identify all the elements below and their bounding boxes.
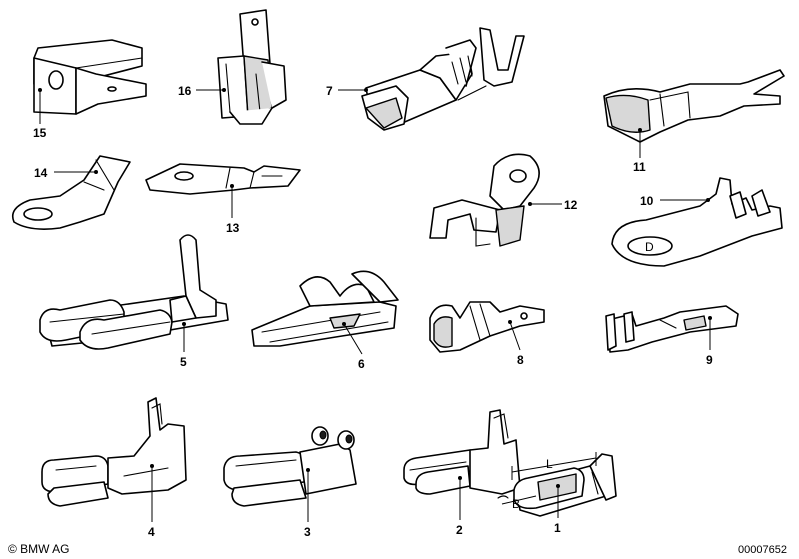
part-15-bracket [33, 39, 147, 115]
part-1-receptacle-dimensioned: L B [497, 452, 617, 517]
callout-numbers: 15 16 7 11 14 13 12 10 5 6 8 9 4 3 2 1 [33, 84, 713, 539]
callout-14: 14 [34, 166, 48, 180]
part-2-angled-receptacle [403, 409, 521, 495]
part-16-flag-connector [217, 9, 287, 125]
callout-6: 6 [358, 357, 365, 371]
part-12-ring-clip [429, 153, 540, 247]
part-11-fork-connector [603, 69, 785, 143]
callout-8: 8 [517, 353, 524, 367]
callout-13: 13 [226, 221, 240, 235]
width-dimension-label: B [512, 497, 520, 511]
copyright-label: © BMW AG [8, 542, 70, 556]
part-8-crimp-terminal [429, 301, 545, 353]
callout-15: 15 [33, 126, 47, 140]
part-7-crimp-terminal [361, 27, 525, 131]
part-10-ring-tongue: D [611, 177, 783, 267]
callout-4: 4 [148, 525, 155, 539]
part-6-open-barrel-receptacle [251, 270, 399, 347]
part-5-double-receptacle [39, 234, 229, 350]
leader-lines [38, 88, 712, 522]
length-dimension-label: L [546, 457, 553, 471]
callout-7: 7 [326, 84, 333, 98]
callout-5: 5 [180, 355, 187, 369]
part-13-flat-plate [145, 163, 301, 195]
part-3-double-receptacle-barrels [223, 426, 357, 507]
callout-11: 11 [633, 160, 646, 174]
callout-1: 1 [554, 521, 561, 535]
ring-mark-label: D [645, 240, 654, 254]
callout-3: 3 [304, 525, 311, 539]
part-9-small-crimp [605, 305, 739, 353]
callout-2: 2 [456, 523, 463, 537]
part-4-double-receptacle-hook [41, 397, 187, 507]
callout-9: 9 [706, 353, 713, 367]
part-number-label: 00007652 [738, 544, 787, 556]
part-14-ring-terminal [11, 155, 131, 230]
callout-16: 16 [178, 84, 192, 98]
callout-10: 10 [640, 194, 654, 208]
callout-12: 12 [564, 198, 578, 212]
